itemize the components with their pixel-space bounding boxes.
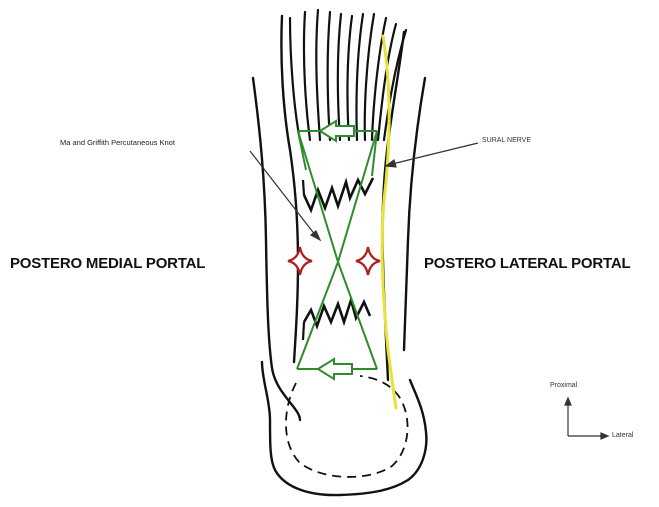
proximal-label: Proximal: [550, 382, 577, 389]
orientation-axes: [565, 398, 608, 439]
knot-annotation-line: [250, 151, 316, 236]
portal-marker-lateral-icon: [356, 247, 380, 275]
suture-lower-left-diagonal: [297, 262, 338, 369]
lateral-portal-label: POSTERO LATERAL PORTAL: [424, 255, 630, 272]
portal-marker-medial-icon: [288, 247, 312, 275]
knot-annotation-arrowhead: [311, 231, 320, 240]
lateral-label: Lateral: [612, 432, 633, 439]
rupture-edge-lower-side: [303, 322, 304, 340]
nerve-annotation-line: [392, 143, 478, 164]
suture-upper-right-diagonal: [338, 131, 377, 262]
rupture-edge-upper-side: [303, 180, 304, 195]
medial-portal-label: POSTERO MEDIAL PORTAL: [10, 255, 205, 272]
suture-construct: [297, 121, 377, 379]
knot-label: Ma and Griffith Percutaneous Knot: [60, 138, 175, 147]
calcaneus-dashed: [286, 376, 408, 477]
suture-arrow-bottom: [318, 359, 352, 379]
lateral-arrowhead-icon: [601, 433, 608, 439]
sural-nerve-label: SURAL NERVE: [482, 137, 531, 144]
proximal-arrowhead-icon: [565, 398, 571, 405]
